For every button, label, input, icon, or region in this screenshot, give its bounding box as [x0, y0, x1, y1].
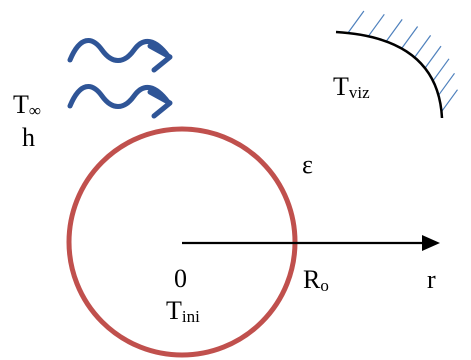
label-r-text: r — [427, 265, 436, 294]
flow-arrow-top — [67, 38, 171, 63]
label-h: h — [22, 125, 35, 151]
wall-hatch-line — [414, 35, 432, 58]
label-t-ini: Tini — [166, 296, 200, 326]
label-epsilon: ε — [302, 152, 313, 178]
wall-hatch-line — [401, 26, 419, 49]
label-t-viz: Tviz — [333, 72, 370, 102]
surrounding-wall — [335, 10, 458, 119]
radial-axis-arrowhead — [422, 235, 440, 251]
flow-arrow-bottom — [67, 84, 171, 109]
label-t-infinity: T∞ — [13, 90, 42, 120]
wall-hatch-line — [385, 19, 403, 42]
label-t-viz-sub: viz — [348, 83, 370, 102]
radial-axis — [182, 235, 440, 251]
wall-hatch-line — [424, 45, 442, 69]
flow-arrows — [67, 38, 173, 119]
label-r-o: Ro — [303, 265, 329, 295]
label-t-ini-main: T — [166, 296, 182, 325]
label-t-viz-main: T — [333, 72, 349, 101]
wall-hatch-line — [441, 89, 458, 113]
label-t-infinity-main: T — [13, 90, 29, 119]
label-r: r — [427, 267, 436, 293]
label-t-ini-sub: ini — [181, 307, 200, 326]
label-epsilon-text: ε — [302, 150, 313, 179]
flow-arrow-top-head — [147, 43, 173, 73]
label-r-o-sub: o — [320, 276, 329, 295]
flow-arrow-bottom-head — [147, 89, 173, 119]
wall-hatch-line — [438, 72, 455, 96]
wall-curve — [335, 30, 444, 119]
label-origin-text: 0 — [174, 264, 187, 293]
wall-hatch-line — [347, 10, 365, 34]
label-h-text: h — [22, 123, 35, 152]
wall-hatch-line — [367, 13, 385, 37]
label-t-infinity-sub: ∞ — [28, 101, 42, 120]
wall-hatching — [347, 10, 458, 113]
label-origin: 0 — [174, 266, 187, 292]
label-r-o-main: R — [303, 265, 321, 294]
wall-hatch-line — [432, 58, 450, 82]
